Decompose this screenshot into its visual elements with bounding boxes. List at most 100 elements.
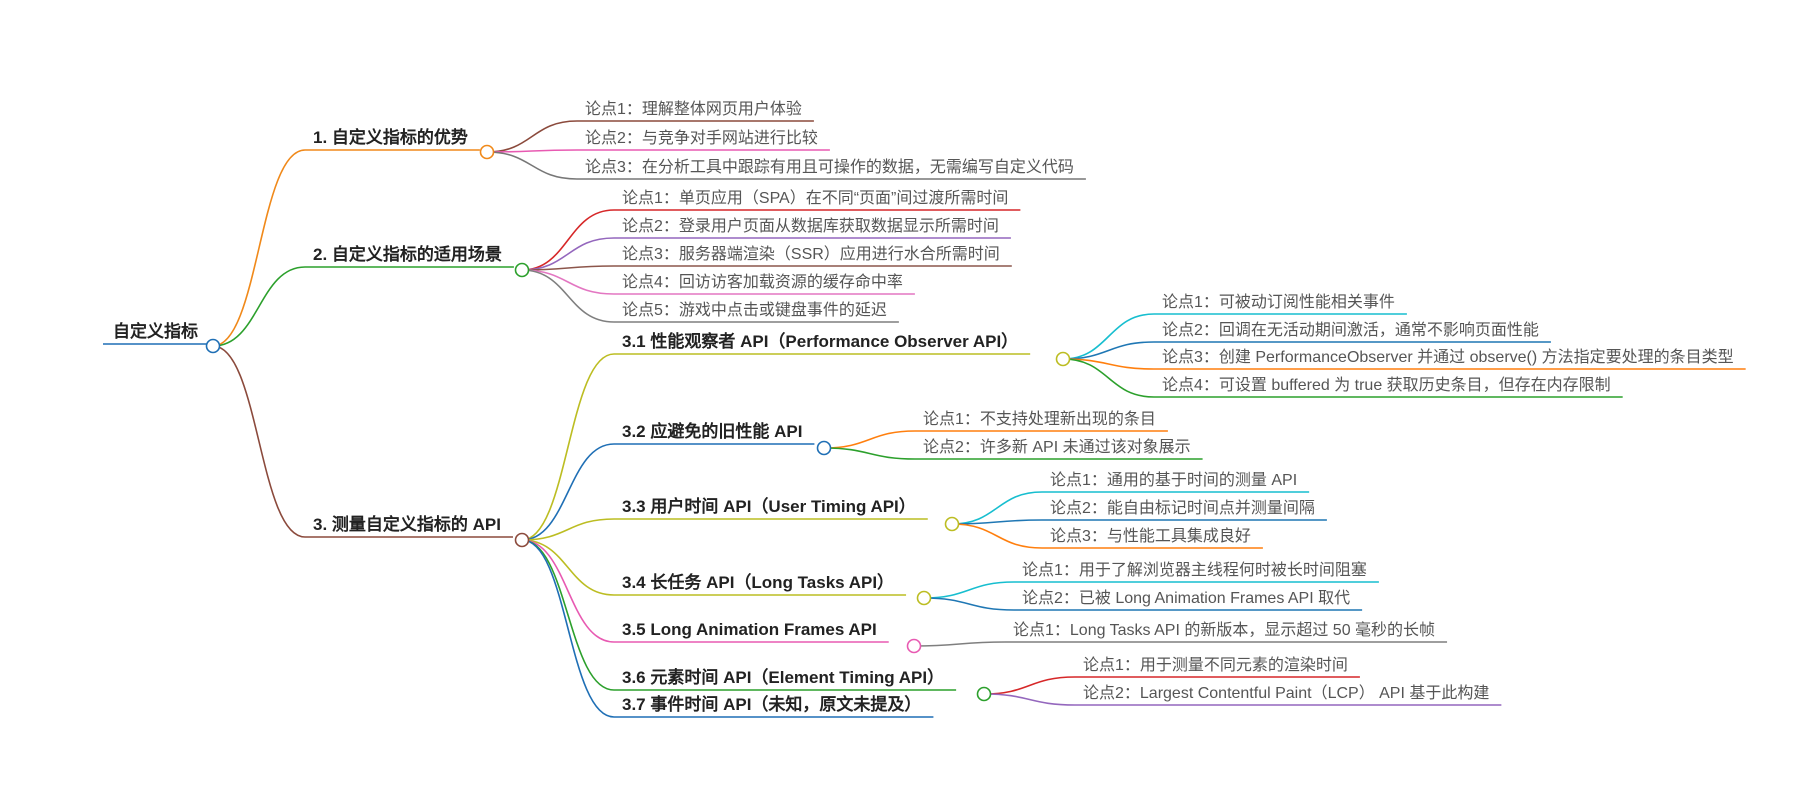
topic-node-b3[interactable]: 3. 测量自定义指标的 API: [305, 514, 513, 538]
leaf-node-b1c2[interactable]: 论点2：与竞争对手网站进行比较: [577, 129, 830, 151]
topic-label-b3: 3. 测量自定义指标的 API: [313, 514, 501, 534]
topic-node-b36[interactable]: 3.6 元素时间 API（Element Timing API）: [614, 667, 957, 691]
topic-label-b35: 3.5 Long Animation Frames API: [622, 620, 877, 639]
edge-b2-b2c2: [521, 237, 615, 271]
leaf-node-b1c1[interactable]: 论点1：理解整体网页用户体验: [577, 100, 814, 122]
leaf-node-b34c2[interactable]: 论点2：已被 Long Animation Frames API 取代: [1014, 589, 1363, 611]
leaf-node-b31c3[interactable]: 论点3：创建 PerformanceObserver 并通过 observe()…: [1154, 348, 1746, 370]
leaf-label-b33c3: 论点3：与性能工具集成良好: [1050, 527, 1251, 545]
leaf-node-b36c2[interactable]: 论点2：Largest Contentful Paint（LCP） API 基于…: [1075, 684, 1502, 706]
topic-node-b37[interactable]: 3.7 事件时间 API（未知，原文未提及）: [614, 694, 934, 718]
edge-b3-b35: [521, 539, 615, 643]
leaf-node-b33c2[interactable]: 论点2：能自由标记时间点并测量间隔: [1042, 499, 1327, 521]
leaf-label-b2c3: 论点3：服务器端渲染（SSR）应用进行水合所需时间: [622, 244, 1000, 263]
collapse-toggle-b32[interactable]: [816, 440, 832, 456]
topic-node-b33[interactable]: 3.3 用户时间 API（User Timing API）: [614, 496, 928, 520]
leaf-label-b2c4: 论点4：回访访客加载资源的缓存命中率: [622, 273, 903, 291]
leaf-label-b33c2: 论点2：能自由标记时间点并测量间隔: [1050, 499, 1315, 517]
topic-node-b32[interactable]: 3.2 应避免的旧性能 API: [614, 421, 815, 445]
edge-b3-b36: [521, 539, 615, 691]
edge-b3-b33: [521, 518, 615, 541]
edge-b1-b1c1: [486, 120, 578, 153]
topic-label-b2: 2. 自定义指标的适用场景: [313, 244, 502, 264]
leaf-node-b33c1[interactable]: 论点1：通用的基于时间的测量 API: [1042, 471, 1310, 493]
collapse-toggle-b34[interactable]: [916, 590, 932, 606]
edge-b2-b2c5: [521, 269, 615, 323]
leaf-label-b2c5: 论点5：游戏中点击或键盘事件的延迟: [622, 300, 887, 319]
edge-b3-b32: [521, 443, 615, 541]
leaf-node-b1c3[interactable]: 论点3：在分析工具中跟踪有用且可操作的数据，无需编写自定义代码: [577, 158, 1086, 180]
leaf-node-b32c2[interactable]: 论点2：许多新 API 未通过该对象展示: [915, 438, 1203, 460]
leaf-label-b32c2: 论点2：许多新 API 未通过该对象展示: [923, 438, 1191, 456]
edge-b3-b31: [521, 353, 615, 541]
edge-b33-b33c1: [951, 491, 1043, 525]
topic-label-b34: 3.4 长任务 API（Long Tasks API）: [622, 572, 894, 592]
leaf-node-b31c1[interactable]: 论点1：可被动订阅性能相关事件: [1154, 293, 1407, 315]
edge-b31-b31c3: [1062, 358, 1155, 370]
edge-b35-b35c1: [913, 641, 1006, 647]
edge-b31-b31c4: [1062, 358, 1155, 398]
leaf-node-b34c1[interactable]: 论点1：用于了解浏览器主线程何时被长时间阻塞: [1014, 561, 1379, 583]
leaf-node-b2c3[interactable]: 论点3：服务器端渲染（SSR）应用进行水合所需时间: [614, 244, 1012, 267]
leaf-label-b34c1: 论点1：用于了解浏览器主线程何时被长时间阻塞: [1022, 561, 1367, 579]
leaf-node-b2c2[interactable]: 论点2：登录用户页面从数据库获取数据显示所需时间: [614, 217, 1011, 239]
collapse-toggle-root[interactable]: [205, 338, 221, 354]
leaf-label-b1c3: 论点3：在分析工具中跟踪有用且可操作的数据，无需编写自定义代码: [585, 158, 1074, 176]
leaf-label-b31c2: 论点2：回调在无活动期间激活，通常不影响页面性能: [1162, 321, 1539, 339]
topic-label-b33: 3.3 用户时间 API（User Timing API）: [622, 496, 916, 516]
topic-label-b32: 3.2 应避免的旧性能 API: [622, 421, 802, 441]
edge-root-b3: [212, 345, 306, 538]
leaf-label-b31c1: 论点1：可被动订阅性能相关事件: [1162, 293, 1395, 311]
collapse-toggle-b31[interactable]: [1055, 351, 1071, 367]
leaf-label-b33c1: 论点1：通用的基于时间的测量 API: [1050, 471, 1297, 489]
topic-node-b31[interactable]: 3.1 性能观察者 API（Performance Observer API）: [614, 331, 1031, 355]
topic-node-b35[interactable]: 3.5 Long Animation Frames API: [614, 620, 889, 643]
topic-label-b36: 3.6 元素时间 API（Element Timing API）: [622, 667, 944, 687]
topic-node-root[interactable]: 自定义指标: [103, 321, 210, 345]
leaf-label-b1c1: 论点1：理解整体网页用户体验: [585, 100, 802, 118]
leaf-node-b2c1[interactable]: 论点1：单页应用（SPA）在不同“页面”间过渡所需时间: [614, 188, 1021, 211]
collapse-toggle-b35[interactable]: [906, 638, 922, 654]
edge-b36-b36c1: [983, 676, 1076, 695]
mindmap-nodes: 自定义指标 1. 自定义指标的优势 论点1：理解整体网页用户体验论点2：与竞争对手网…: [103, 100, 1746, 718]
leaf-label-b32c1: 论点1：不支持处理新出现的条目: [923, 410, 1156, 428]
leaf-node-b31c2[interactable]: 论点2：回调在无活动期间激活，通常不影响页面性能: [1154, 321, 1551, 343]
leaf-node-b32c1[interactable]: 论点1：不支持处理新出现的条目: [915, 410, 1168, 432]
edge-b1-b1c3: [486, 151, 578, 180]
leaf-node-b36c1[interactable]: 论点1：用于测量不同元素的渲染时间: [1075, 656, 1360, 678]
collapse-toggle-b1[interactable]: [479, 144, 495, 160]
topic-node-b34[interactable]: 3.4 长任务 API（Long Tasks API）: [614, 572, 907, 596]
leaf-label-b31c4: 论点4：可设置 buffered 为 true 获取历史条目，但存在内存限制: [1162, 376, 1611, 394]
edge-b3-b34: [521, 539, 615, 596]
topic-label-b37: 3.7 事件时间 API（未知，原文未提及）: [622, 694, 921, 714]
leaf-node-b2c5[interactable]: 论点5：游戏中点击或键盘事件的延迟: [614, 300, 899, 323]
edge-b3-b37: [521, 539, 615, 718]
edge-b32-b32c1: [823, 430, 916, 449]
edge-root-b2: [212, 266, 306, 347]
leaf-label-b31c3: 论点3：创建 PerformanceObserver 并通过 observe()…: [1162, 348, 1734, 366]
mindmap-edges: [212, 120, 1155, 718]
leaf-label-b2c2: 论点2：登录用户页面从数据库获取数据显示所需时间: [622, 217, 999, 235]
collapse-toggle-b2[interactable]: [514, 262, 530, 278]
leaf-node-b35c1[interactable]: 论点1：Long Tasks API 的新版本，显示超过 50 毫秒的长帧: [1005, 620, 1448, 643]
leaf-node-b2c4[interactable]: 论点4：回访访客加载资源的缓存命中率: [614, 273, 915, 295]
edge-b32-b32c2: [823, 447, 916, 460]
leaf-label-b36c2: 论点2：Largest Contentful Paint（LCP） API 基于…: [1083, 684, 1489, 702]
leaf-node-b31c4[interactable]: 论点4：可设置 buffered 为 true 获取历史条目，但存在内存限制: [1154, 376, 1623, 398]
collapse-toggle-b3[interactable]: [514, 532, 530, 548]
edge-b31-b31c2: [1062, 341, 1155, 360]
edge-b1-b1c2: [486, 149, 578, 153]
topic-node-b2[interactable]: 2. 自定义指标的适用场景: [305, 244, 514, 268]
collapse-toggle-b33[interactable]: [944, 516, 960, 532]
leaf-node-b33c3[interactable]: 论点3：与性能工具集成良好: [1042, 527, 1263, 549]
leaf-label-b35c1: 论点1：Long Tasks API 的新版本，显示超过 50 毫秒的长帧: [1013, 620, 1435, 639]
leaf-label-b36c1: 论点1：用于测量不同元素的渲染时间: [1083, 656, 1348, 674]
leaf-label-b2c1: 论点1：单页应用（SPA）在不同“页面”间过渡所需时间: [622, 188, 1008, 207]
topic-label-root: 自定义指标: [113, 321, 198, 341]
collapse-toggle-b36[interactable]: [976, 686, 992, 702]
topic-node-b1[interactable]: 1. 自定义指标的优势: [305, 127, 480, 151]
topic-label-b1: 1. 自定义指标的优势: [313, 127, 468, 147]
edge-root-b1: [212, 149, 306, 347]
edge-b34-b34c1: [923, 581, 1015, 599]
